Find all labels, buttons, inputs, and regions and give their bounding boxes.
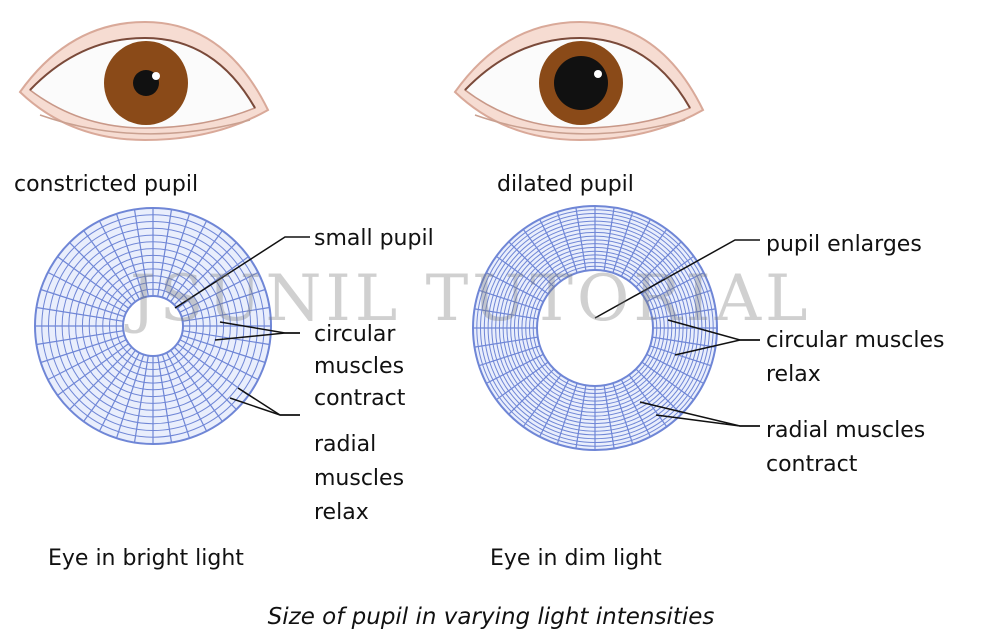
left-eye-illustration — [20, 22, 268, 140]
label-left-radial-3: relax — [314, 496, 369, 529]
left-eye-label: constricted pupil — [14, 168, 198, 201]
label-right-radial-2: contract — [766, 448, 857, 481]
right-eye-label: dilated pupil — [497, 168, 634, 201]
label-pupil-enlarges: pupil enlarges — [766, 228, 922, 261]
label-left-circular-1: circular — [314, 318, 395, 351]
label-left-radial-1: radial — [314, 428, 376, 461]
left-bottom-label: Eye in bright light — [48, 542, 244, 575]
label-small-pupil: small pupil — [314, 222, 434, 255]
label-left-radial-2: muscles — [314, 462, 404, 495]
label-left-circular-2: muscles — [314, 350, 404, 383]
label-left-circular-3: contract — [314, 382, 405, 415]
right-pupil — [554, 56, 608, 110]
right-bottom-label: Eye in dim light — [490, 542, 662, 575]
watermark: JSUNIL TUTORIAL — [130, 262, 812, 336]
label-right-radial-1: radial muscles — [766, 414, 925, 447]
label-right-circular-2: relax — [766, 358, 821, 391]
figure-caption: Size of pupil in varying light intensiti… — [0, 604, 982, 630]
label-right-circular-1: circular muscles — [766, 324, 944, 357]
right-eye-illustration — [455, 22, 703, 140]
